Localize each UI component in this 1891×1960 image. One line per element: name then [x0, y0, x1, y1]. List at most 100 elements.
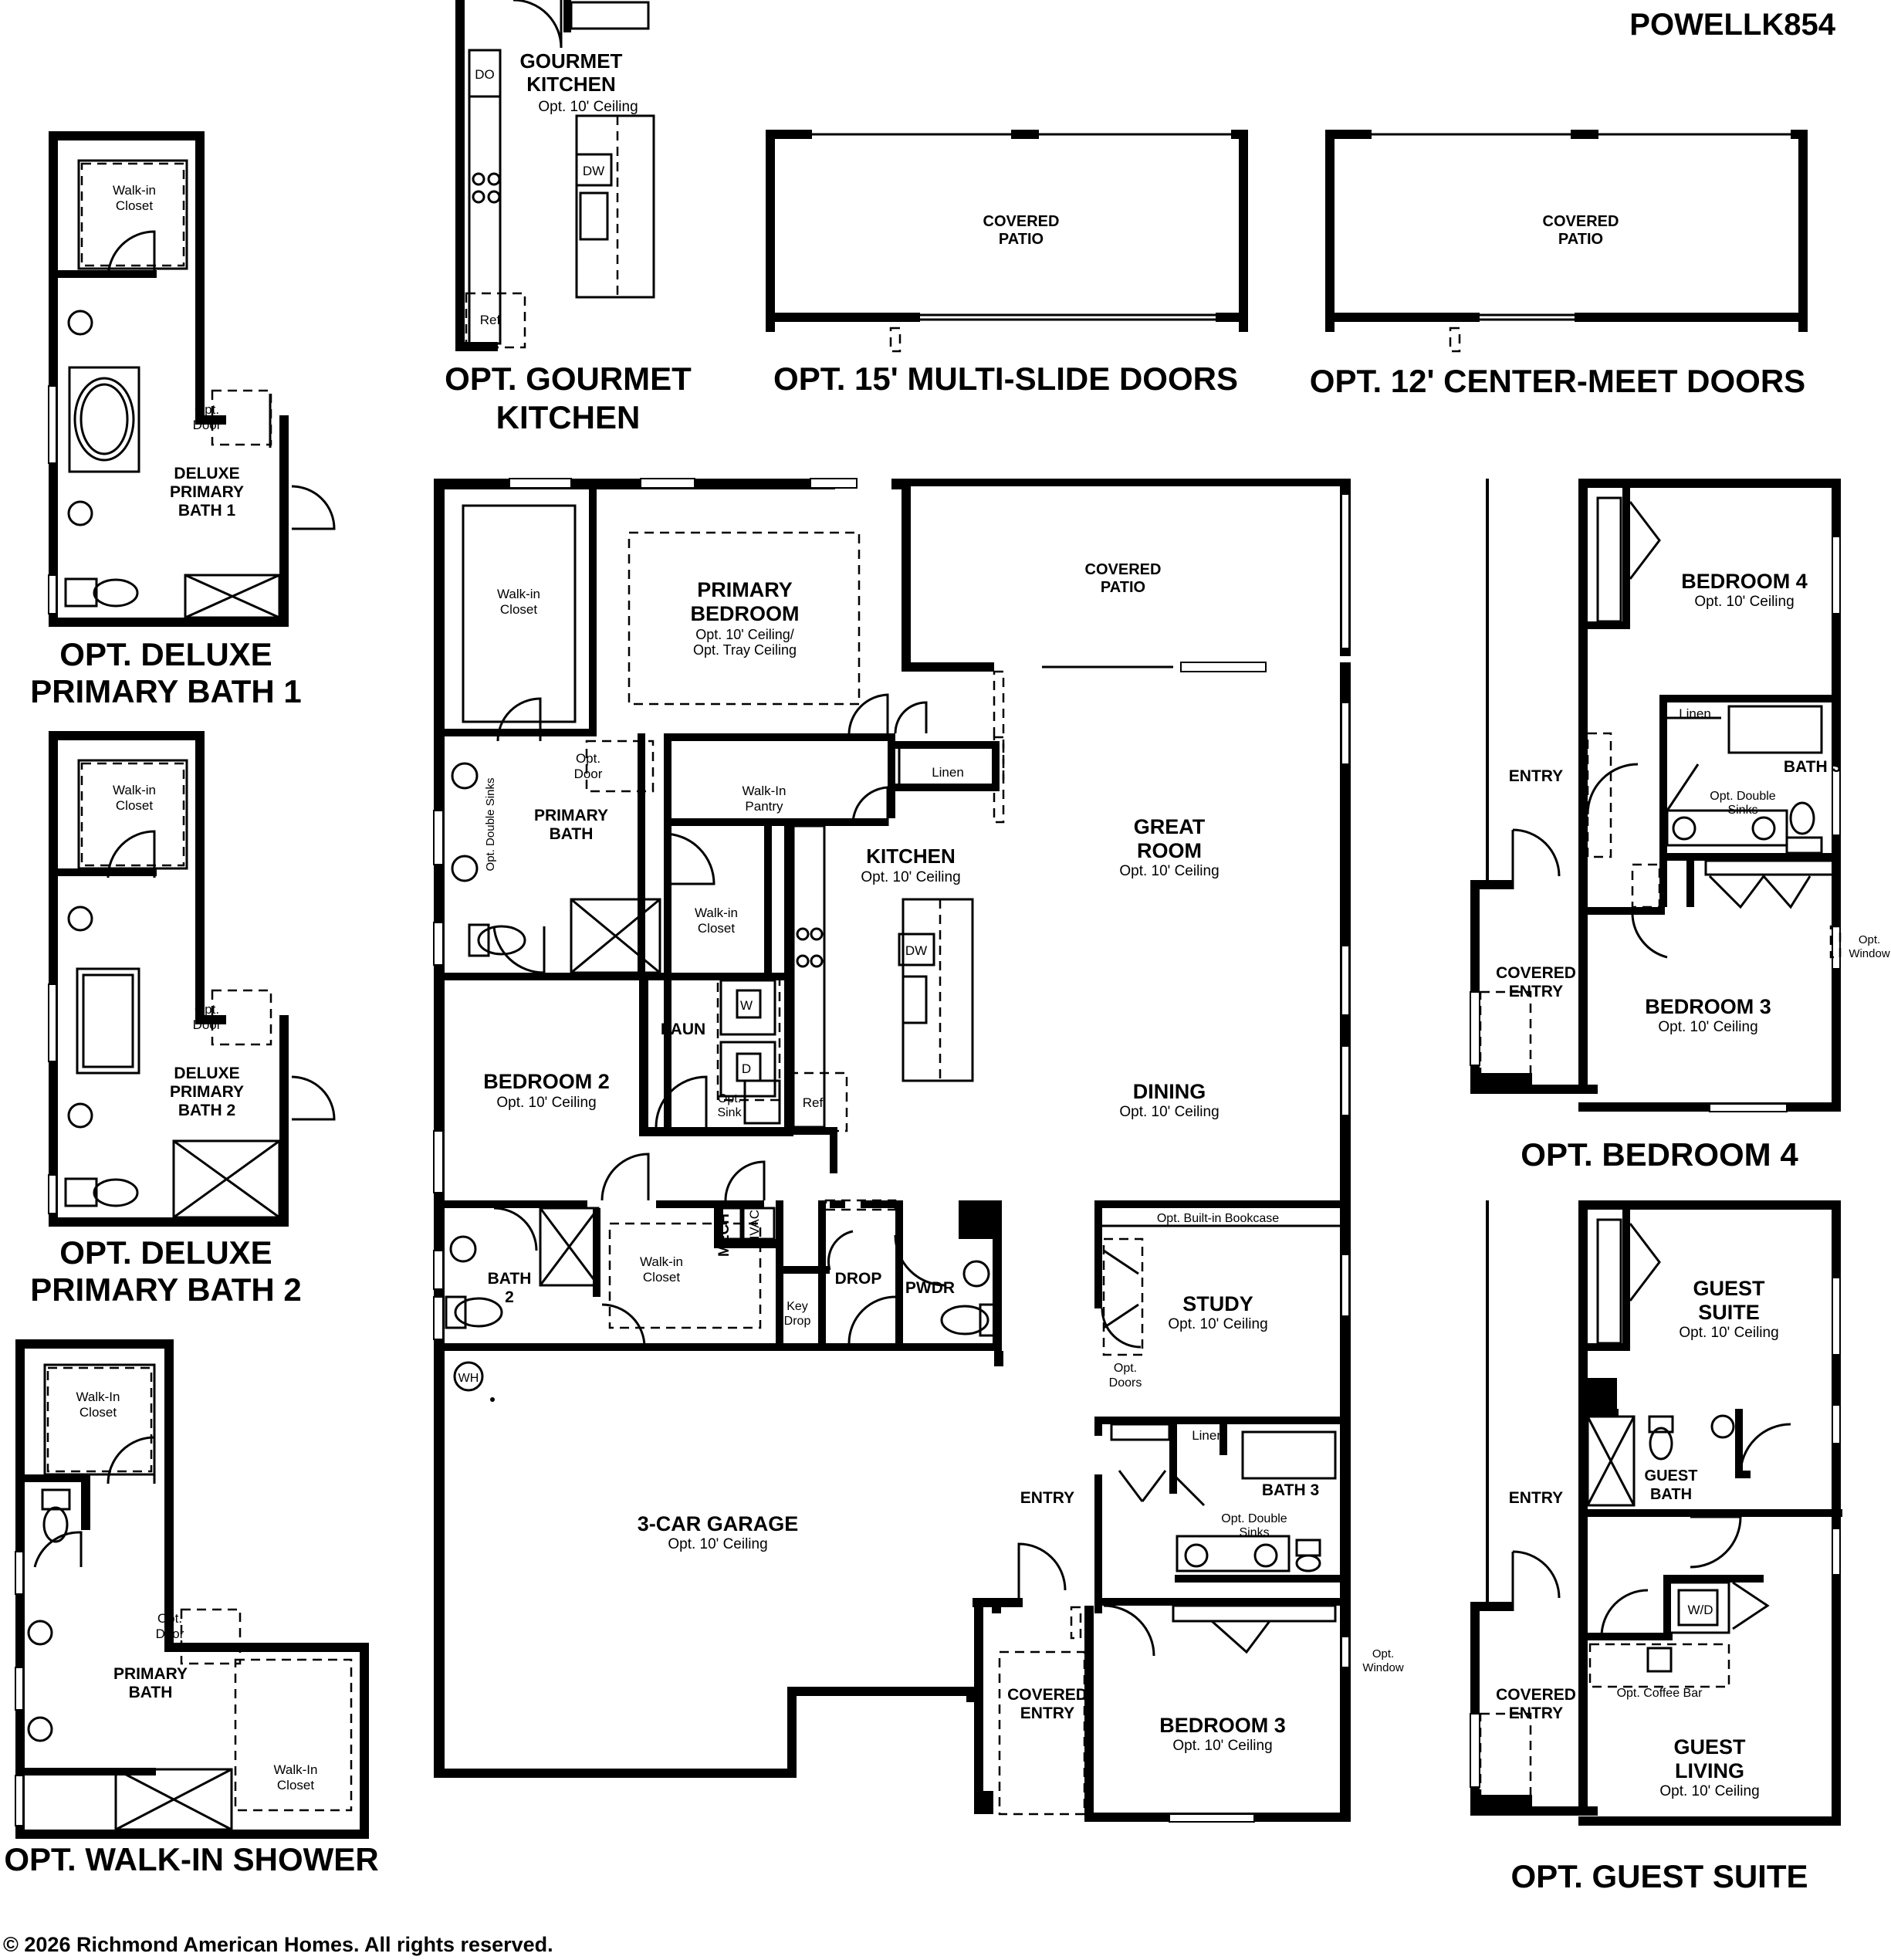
opt4-entry: ENTRY [1509, 767, 1563, 785]
primary-closet-1: Walk-in [497, 587, 540, 601]
key-drop-2: Drop [784, 1315, 811, 1328]
primary-bedroom-title-2: BEDROOM [691, 602, 800, 625]
guest-entry: ENTRY [1509, 1489, 1563, 1507]
dining-ceiling: Opt. 10' Ceiling [1119, 1104, 1219, 1120]
option-title-deluxe2-1: OPT. DELUXE [59, 1234, 272, 1271]
deluxe-bath1-closet-2: Closet [116, 198, 153, 213]
bedroom3-title: BEDROOM 3 [1159, 1714, 1286, 1737]
dining-title: DINING [1133, 1080, 1206, 1103]
deluxe-bath1-opt-door-2: Door [193, 418, 222, 432]
covered-patio-1-title-1: COVERED [983, 213, 1060, 230]
bedroom2-title: BEDROOM 2 [483, 1070, 610, 1093]
gourmet-kitchen-ceiling: Opt. 10' Ceiling [538, 99, 638, 115]
option-title-guest-suite: OPT. GUEST SUITE [1510, 1858, 1808, 1894]
deluxe-bath1-opt-door-1: Opt. [195, 402, 219, 417]
primary-bath-title-1: PRIMARY [534, 807, 608, 824]
bath3-opt-double-sinks-2: Sinks [1239, 1526, 1269, 1539]
deluxe-bath2-closet-1: Walk-in [113, 783, 156, 797]
bath2-title-1: BATH [488, 1270, 532, 1288]
bedroom3-opt-window-2: Window [1362, 1661, 1404, 1674]
option-title-deluxe1-2: PRIMARY BATH 1 [30, 673, 302, 709]
bath2-closet-2: Closet [643, 1270, 680, 1285]
guest-living-title-2: LIVING [1675, 1759, 1744, 1782]
drop-label: DROP [835, 1270, 882, 1288]
opt4-double-sinks-1: Opt. Double [1710, 790, 1775, 803]
option-title-walk-in-shower: OPT. WALK-IN SHOWER [4, 1841, 378, 1877]
bedroom3-ceiling: Opt. 10' Ceiling [1172, 1738, 1272, 1754]
covered-patio-title-1: COVERED [1085, 561, 1162, 578]
walkin-shower-closet2-1: Walk-In [274, 1762, 318, 1777]
primary-opt-door-1: Opt. [576, 751, 600, 766]
bath3-opt-double-sinks-1: Opt. Double [1221, 1512, 1287, 1525]
opt-multi-slide-doors: COVERED PATIO OPT. 15' MULTI-SLIDE DOORS [766, 130, 1248, 397]
guest-living-ceiling: Opt. 10' Ceiling [1659, 1783, 1759, 1799]
walkin-closet-laun-1: Walk-in [695, 906, 738, 920]
gourmet-kitchen-title-1: GOURMET [520, 49, 623, 73]
deluxe-bath2-opt-door-2: Door [193, 1017, 222, 1032]
deluxe-bath2-opt-door-1: Opt. [195, 1002, 219, 1017]
primary-bedroom-ceiling-2: Opt. Tray Ceiling [693, 642, 797, 658]
main-floor-plan: COVERED PATIO PRIMARY BEDROOM Opt. 10' C… [433, 478, 1404, 1823]
copyright: © 2026 Richmond American Homes. All righ… [3, 1933, 553, 1956]
guest-living-title-1: GUEST [1673, 1735, 1746, 1759]
entry-label: ENTRY [1020, 1489, 1074, 1507]
bedroom2-ceiling: Opt. 10' Ceiling [496, 1095, 596, 1111]
opt-center-meet-doors: COVERED PATIO OPT. 12' CENTER-MEET DOORS [1310, 130, 1808, 399]
mech-label: MECH [716, 1214, 732, 1257]
option-title-deluxe1-1: OPT. DELUXE [59, 636, 272, 672]
guest-coffee-bar: Opt. Coffee Bar [1617, 1687, 1703, 1700]
gourmet-kitchen-title-2: KITCHEN [526, 73, 616, 96]
opt-deluxe-primary-bath-2: Walk-in Closet Opt. Door DELUXE PRIMARY … [30, 731, 336, 1308]
pantry-title-2: Pantry [745, 799, 783, 814]
double-oven-label: DO [475, 67, 495, 82]
wh-label: WH [458, 1372, 479, 1385]
guest-bath-title-1: GUEST [1645, 1467, 1698, 1484]
opt4-covered-entry-2: ENTRY [1509, 983, 1563, 1000]
opt4-opt-window-2: Window [1849, 947, 1890, 960]
covered-patio-2-title-2: PATIO [1558, 231, 1603, 248]
bath2-closet-1: Walk-in [640, 1254, 683, 1269]
opt4-linen: Linen [1679, 706, 1711, 721]
kitchen-dw: DW [905, 943, 927, 958]
great-room-title-2: ROOM [1137, 839, 1202, 862]
opt-walk-in-shower: Walk-In Closet Opt. Door PRIMARY BATH Wa… [4, 1339, 379, 1877]
deluxe-bath1-title-3: BATH 1 [178, 502, 236, 520]
walkin-shower-closet2-2: Closet [277, 1778, 314, 1792]
deluxe-bath2-title-1: DELUXE [174, 1065, 239, 1082]
opt-bedroom-4: BEDROOM 4 Opt. 10' Ceiling Linen BATH 3 … [1470, 479, 1890, 1173]
garage-ceiling: Opt. 10' Ceiling [668, 1536, 767, 1552]
walkin-shower-closet-1: Walk-In [76, 1390, 120, 1404]
guest-covered-entry-2: ENTRY [1509, 1704, 1563, 1722]
covered-patio-1-title-2: PATIO [999, 231, 1044, 248]
great-room-ceiling: Opt. 10' Ceiling [1119, 863, 1219, 879]
opt-guest-suite: GUEST SUITE Opt. 10' Ceiling GUEST BATH … [1470, 1200, 1842, 1894]
option-title-multi-slide: OPT. 15' MULTI-SLIDE DOORS [773, 361, 1238, 397]
bedroom3-opt-window-1: Opt. [1372, 1647, 1394, 1660]
walkin-shower-opt-door-1: Opt. [157, 1611, 182, 1626]
option-title-gourmet-2: KITCHEN [496, 399, 641, 435]
option-title-bedroom4: OPT. BEDROOM 4 [1521, 1136, 1798, 1173]
laun-opt-sink-1: Opt. [718, 1092, 741, 1105]
deluxe-bath2-closet-2: Closet [116, 798, 153, 813]
opt-built-in-bookcase: Opt. Built-in Bookcase [1157, 1212, 1279, 1225]
guest-suite-title-2: SUITE [1698, 1301, 1760, 1324]
garage-title: 3-CAR GARAGE [638, 1512, 799, 1535]
guest-wd: W/D [1687, 1603, 1713, 1617]
linen-main: Linen [932, 765, 964, 780]
primary-opt-door-2: Door [574, 767, 603, 781]
deluxe-bath1-closet-1: Walk-in [113, 183, 156, 198]
covered-entry-1: COVERED [1007, 1686, 1088, 1704]
kitchen-title: KITCHEN [866, 845, 956, 868]
covered-patio-2-title-1: COVERED [1543, 213, 1619, 230]
hvac-label: HVAC [747, 1210, 762, 1245]
guest-bath-title-2: BATH [1650, 1486, 1692, 1503]
study-ceiling: Opt. 10' Ceiling [1168, 1316, 1267, 1332]
opt-gourmet-kitchen: DO Ref DW GOURMET KITCHEN Opt. 10' Ceili… [445, 0, 692, 435]
covered-patio-title-2: PATIO [1101, 579, 1145, 596]
opt4-covered-entry-1: COVERED [1496, 964, 1576, 982]
walkin-shower-primary-bath-2: BATH [129, 1684, 173, 1701]
opt4-double-sinks-2: Sinks [1727, 804, 1757, 817]
guest-suite-ceiling: Opt. 10' Ceiling [1679, 1325, 1778, 1341]
pwdr-label: PWDR [905, 1279, 955, 1297]
primary-opt-double-sinks: Opt. Double Sinks [484, 778, 497, 872]
